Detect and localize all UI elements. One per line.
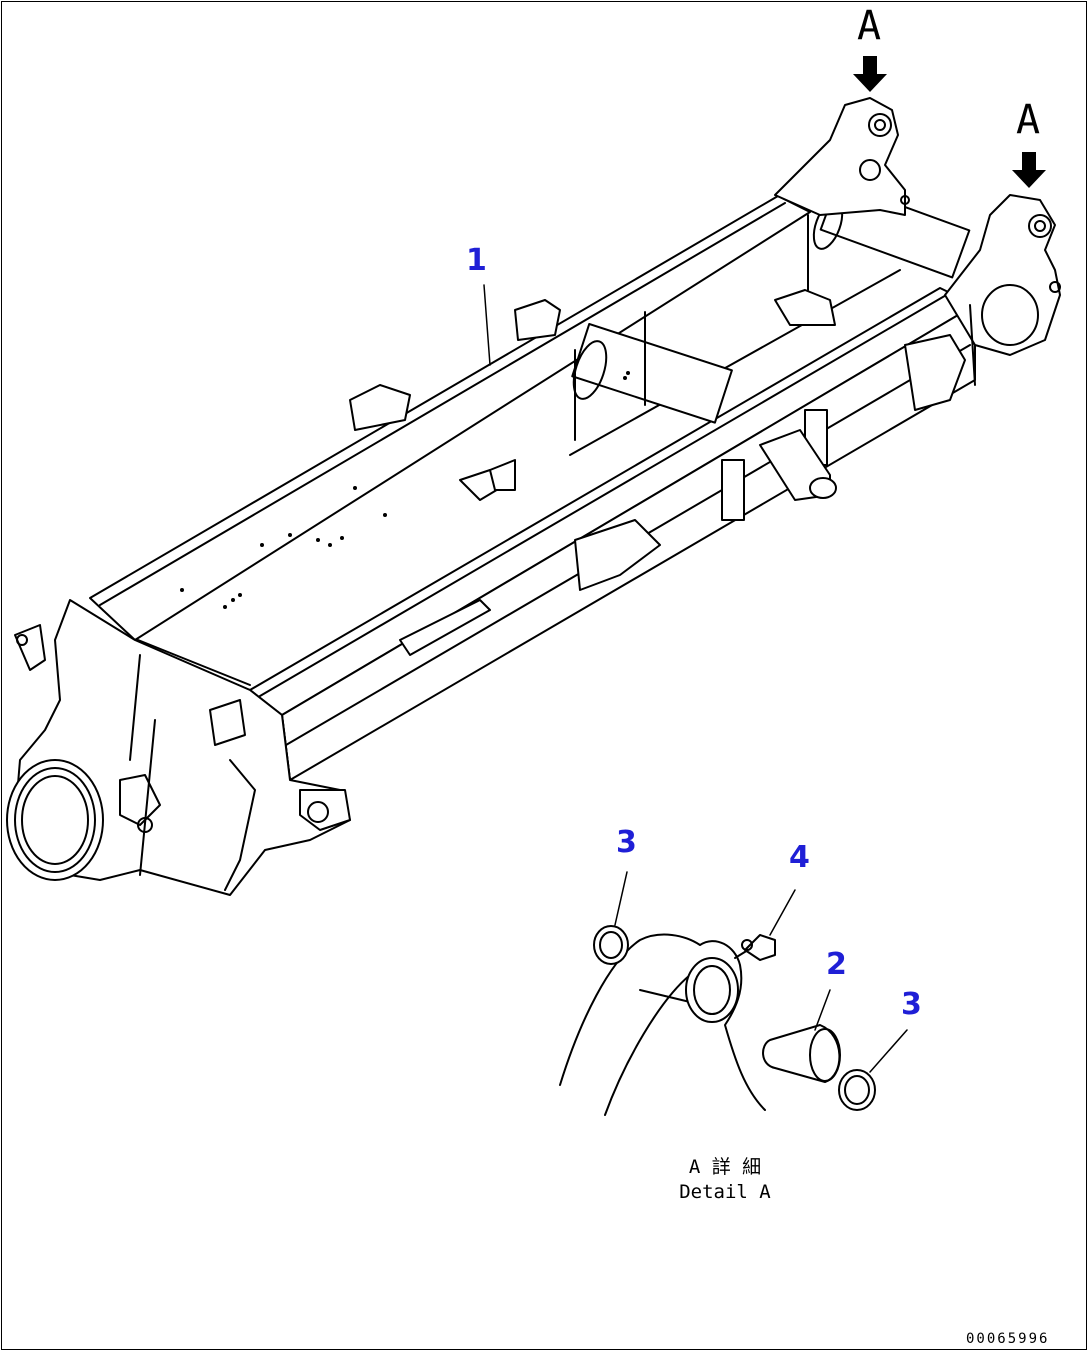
view-arrow-a-left [853,56,887,92]
detail-a-sketch [559,871,908,1116]
view-mark-a-left: A [857,3,882,49]
callout-3-right: 3 [901,987,922,1022]
view-arrow-a-right [1012,152,1046,188]
callout-3-left: 3 [616,825,637,860]
view-mark-a-right: A [1016,97,1041,143]
frame-rear-uprights [774,97,1061,386]
detail-caption-jp: A 詳 細 [688,1156,762,1178]
frame-front-axle-housing [6,599,351,896]
callout-4: 4 [789,840,810,875]
leader-line-1 [483,284,491,366]
frame-main-beam [89,181,976,781]
document-number: 00065996 [966,1331,1050,1347]
callout-1: 1 [466,243,487,278]
callout-2: 2 [826,947,847,982]
detail-caption-en: Detail A [679,1181,771,1203]
